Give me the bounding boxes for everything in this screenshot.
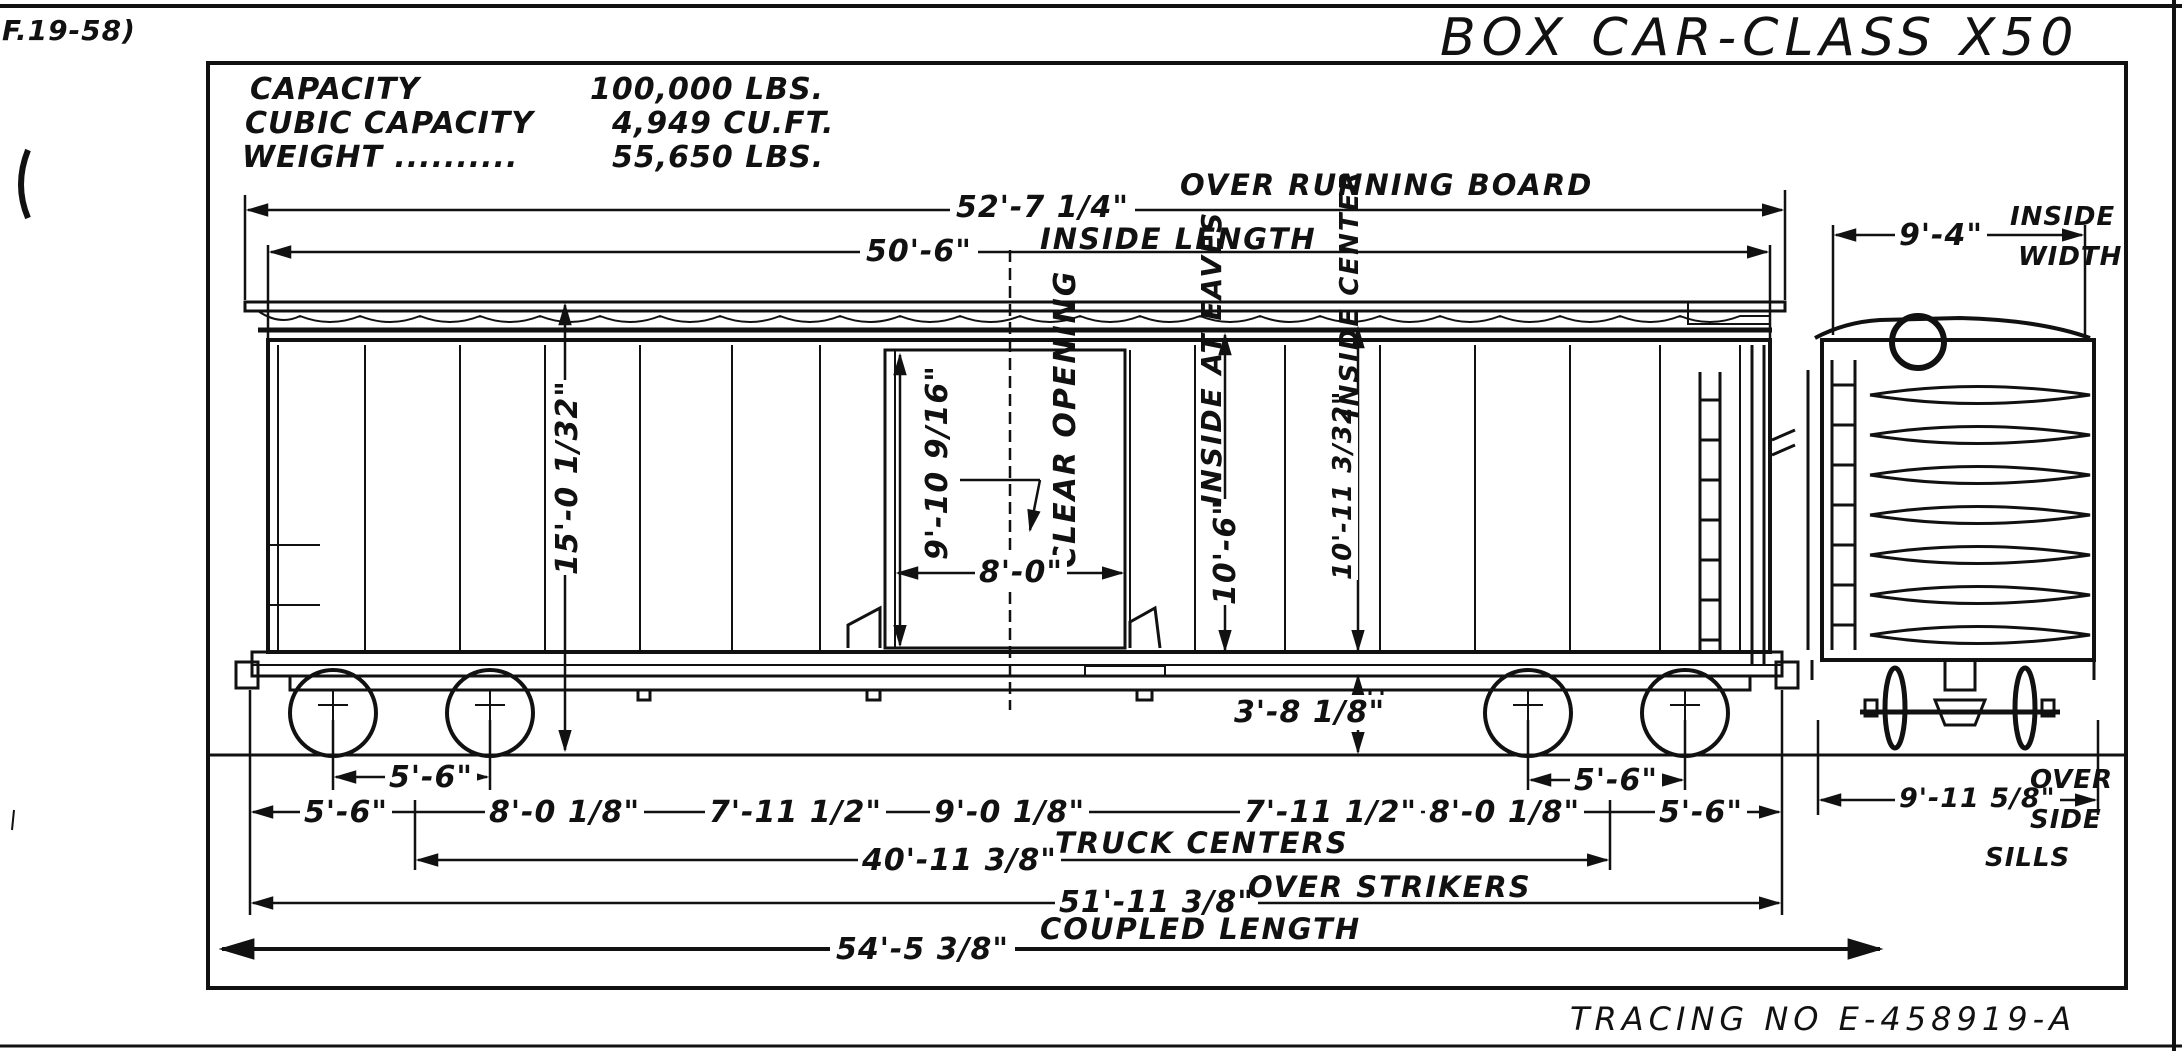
end-ladder <box>1698 345 1766 665</box>
over-strikers-value: 51'-11 3/8" <box>1055 885 1258 920</box>
inside-at-eaves-value: 10'-6" <box>1208 499 1243 605</box>
inside-width-label-2: WIDTH <box>2018 242 2123 272</box>
coupled-length-value: 54'-5 3/8" <box>830 932 1016 967</box>
truck-centers-value: 40'-11 3/8" <box>858 843 1061 878</box>
wheel-base-right: 5'-6" <box>1570 763 1663 798</box>
door-width-value: 8'-0" <box>975 555 1068 590</box>
capacity-label: CAPACITY <box>250 72 421 107</box>
segment-4: 9'-0 1/8" <box>930 795 1090 830</box>
door-guide-left <box>846 605 882 648</box>
end-truck <box>1860 665 2060 751</box>
over-side-sills-label-1: OVER <box>2030 765 2114 795</box>
segment-3: 7'-11 1/2" <box>705 795 887 830</box>
car-body <box>266 338 1772 654</box>
inside-width-value: 9'-4" <box>1895 218 1988 253</box>
center-sill <box>288 674 1752 692</box>
segment-2: 8'-0 1/8" <box>485 795 645 830</box>
roof-line <box>257 310 1770 323</box>
inside-length-value: 50'-6" <box>860 234 978 269</box>
floor-height-value: 3'-8 1/8" <box>1230 695 1390 730</box>
drawing-frame <box>206 61 2128 990</box>
clear-opening-label: CLEAR OPENING <box>1048 269 1083 568</box>
inside-center-value: 10'-11 3/32" <box>1328 390 1358 580</box>
door-guide-right <box>1128 605 1162 649</box>
cubic-capacity-value: 4,949 CU.FT. <box>612 106 835 141</box>
truck-centers-label: TRUCK CENTERS <box>1055 826 1349 860</box>
over-running-board-value: 52'-7 1/4" <box>950 190 1136 225</box>
inside-length-label: INSIDE LENGTH <box>1040 222 1317 256</box>
capacity-value: 100,000 LBS. <box>590 72 825 107</box>
over-side-sills-label-3: SILLS <box>1985 843 2071 873</box>
segment-1: 5'-6" <box>300 795 393 830</box>
end-ladder-left <box>1806 360 1857 650</box>
bracket-mark <box>18 148 31 220</box>
segment-6: 8'-0 1/8" <box>1425 795 1585 830</box>
over-side-sills-label-2: SIDE <box>2030 805 2102 835</box>
over-running-board-label: OVER RUNNING BOARD <box>1180 168 1594 202</box>
end-roof <box>1814 315 2091 340</box>
door-height-value: 9'-10 9/16" <box>920 365 955 560</box>
over-strikers-label: OVER STRIKERS <box>1248 870 1532 904</box>
segment-5: 7'-11 1/2" <box>1240 795 1422 830</box>
edge-mark <box>11 809 15 831</box>
dimension-lines <box>218 190 2100 960</box>
door <box>883 348 1127 650</box>
end-coupler <box>1943 658 1977 692</box>
wheel-base-left: 5'-6" <box>385 760 478 795</box>
inside-at-eaves-label: INSIDE AT EAVES <box>1195 210 1228 505</box>
coupled-length-label: COUPLED LENGTH <box>1040 912 1362 946</box>
overall-height-value: 15'-0 1/32" <box>550 380 585 575</box>
coupler-left <box>234 660 260 690</box>
end-view <box>1806 313 2096 751</box>
segment-7: 5'-6" <box>1655 795 1748 830</box>
inside-width-label-1: INSIDE <box>2010 202 2116 232</box>
end-corrugations <box>1869 385 2091 645</box>
running-board <box>243 300 1787 313</box>
tracing-number: TRACING NO E-458919-A <box>1570 1000 2077 1038</box>
inside-center-label: INSIDE CENTER <box>1335 169 1365 418</box>
weight-label: WEIGHT .......... <box>242 140 519 175</box>
cubic-capacity-label: CUBIC CAPACITY <box>245 106 534 141</box>
drawing-code: F.19-58) <box>2 14 136 47</box>
side-posts <box>277 345 1741 650</box>
over-side-sills-value: 9'-11 5/8" <box>1895 783 2060 814</box>
weight-value: 55,650 LBS. <box>612 140 825 175</box>
side-view <box>208 300 2126 758</box>
page-title: BOX CAR-CLASS X50 <box>1440 8 2080 68</box>
coupler-right <box>1774 660 1800 690</box>
